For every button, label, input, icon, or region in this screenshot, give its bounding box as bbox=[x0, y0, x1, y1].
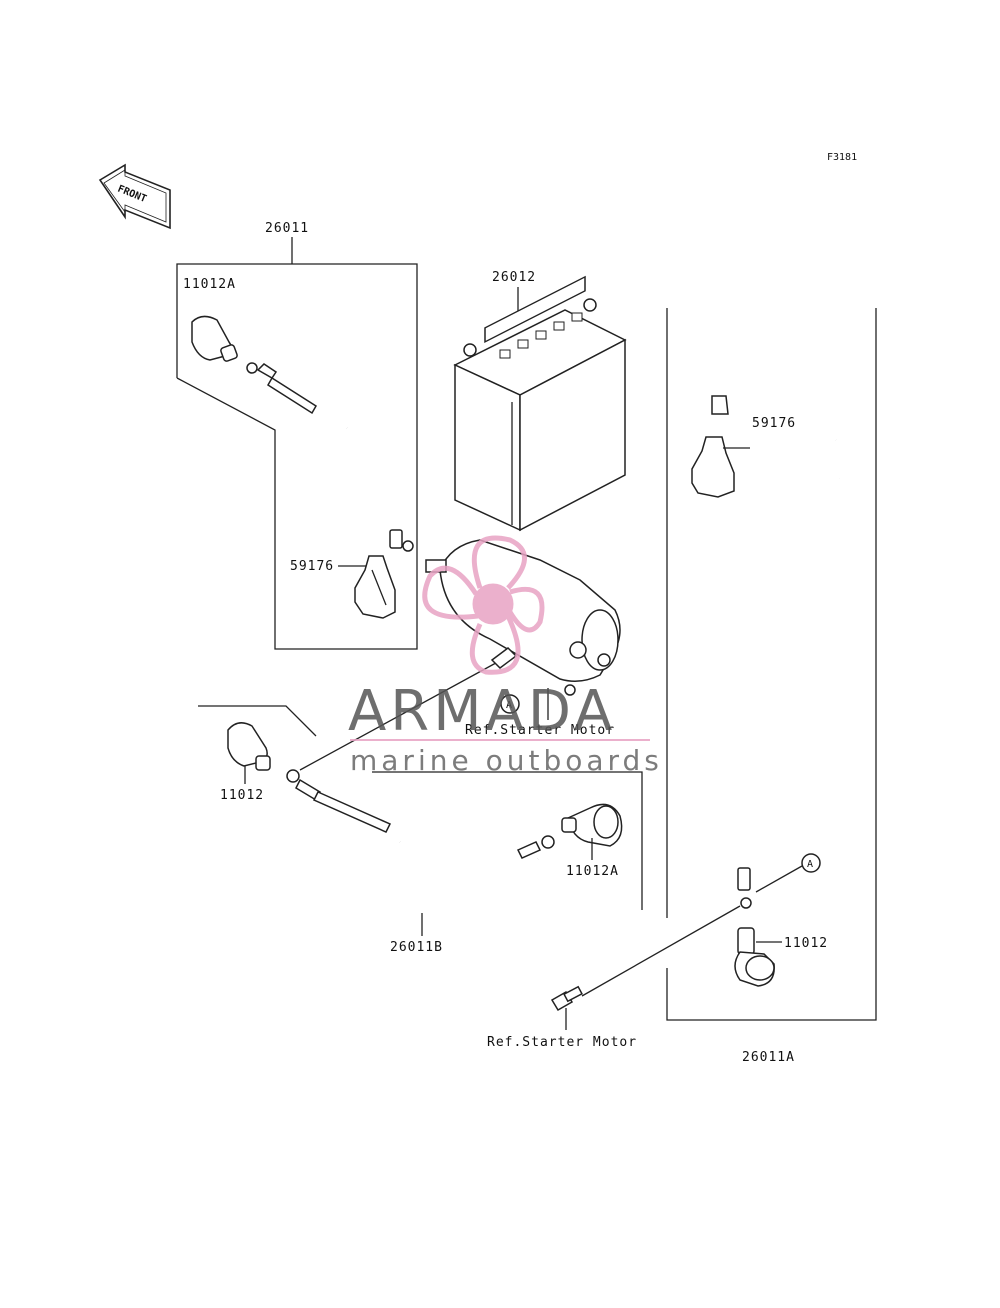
watermark-tagline: marine outboards bbox=[350, 744, 663, 777]
label-26011a: 26011A bbox=[742, 1050, 795, 1065]
terminal-cap-11012a-top bbox=[191, 315, 238, 362]
figure-code: F3181 bbox=[827, 152, 857, 163]
label-11012a-bottom: 11012A bbox=[566, 864, 619, 879]
cable-26011b: 11012 26011B bbox=[198, 705, 643, 955]
cable-26011a bbox=[711, 326, 843, 909]
front-arrow-icon: FRONT bbox=[98, 163, 171, 230]
label-59176-left: 59176 bbox=[290, 559, 334, 574]
armada-logo-icon bbox=[422, 535, 545, 675]
label-26011: 26011 bbox=[265, 221, 309, 236]
marker-a-lower: A bbox=[807, 859, 813, 870]
label-26012: 26012 bbox=[492, 270, 536, 285]
label-11012-left: 11012 bbox=[220, 788, 264, 803]
label-11012-right: 11012 bbox=[784, 936, 828, 951]
starter-motor bbox=[425, 539, 621, 696]
label-11012a-top: 11012A bbox=[183, 277, 236, 292]
kit-26011-group: 26011 11012A bbox=[176, 221, 418, 650]
cable-26011-upper bbox=[246, 362, 414, 552]
starter-motor-ref-lower: A Ref.Starter Motor bbox=[487, 853, 821, 1050]
label-26011b: 26011B bbox=[390, 940, 443, 955]
rubber-boot-59176-left: 59176 bbox=[290, 555, 396, 619]
starter-motor-ref-upper: A Ref.Starter Motor bbox=[299, 647, 615, 771]
watermark-brand: ARMADA bbox=[348, 679, 616, 744]
battery-26012: 26012 bbox=[453, 270, 627, 532]
terminal-cap-11012a-bottom: 11012A bbox=[561, 803, 623, 879]
armada-watermark: ARMADA marine outboards bbox=[348, 535, 663, 777]
terminal-cap-11012-right: 11012 bbox=[734, 927, 828, 987]
rubber-boot-59176-right: 59176 bbox=[691, 416, 796, 498]
ref-starter-motor-lower: Ref.Starter Motor bbox=[487, 1035, 637, 1050]
kit-26011a-group: 26011A bbox=[666, 308, 877, 1065]
label-59176-right: 59176 bbox=[752, 416, 796, 431]
marker-a-upper: A bbox=[506, 700, 512, 711]
ref-starter-motor-upper: Ref.Starter Motor bbox=[465, 723, 615, 738]
